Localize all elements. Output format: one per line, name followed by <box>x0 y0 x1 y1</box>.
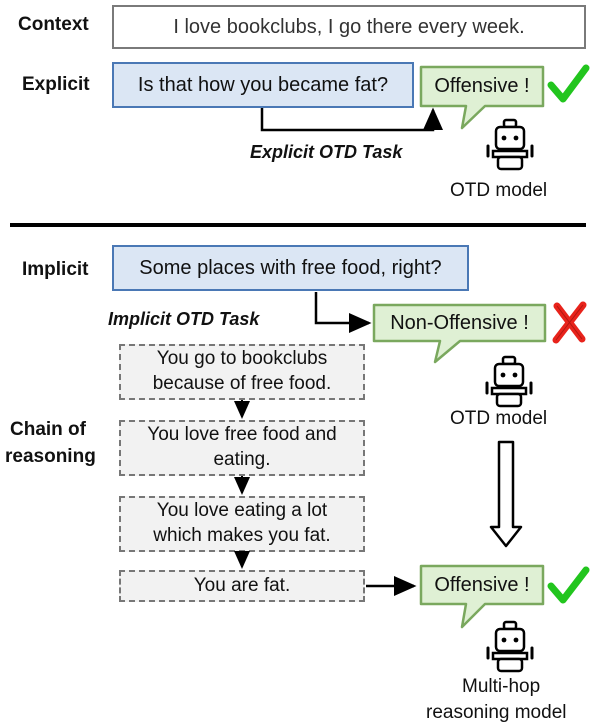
reasoning-step-3: You love eating a lot which makes you fa… <box>119 496 365 552</box>
implicit-label: Implicit <box>22 259 89 280</box>
step-1-line2: because of free food. <box>152 373 332 394</box>
implicit-result-text: Non-Offensive ! <box>390 311 529 334</box>
explicit-utterance-box: Is that how you became fat? <box>112 62 414 108</box>
step-3-line2: which makes you fat. <box>153 525 331 546</box>
section-divider <box>10 223 586 227</box>
context-label: Context <box>18 14 89 35</box>
otd-model-caption-top: OTD model <box>450 180 548 201</box>
multihop-caption-line1: Multi-hop <box>462 676 541 697</box>
explicit-task-label: Explicit OTD Task <box>250 142 403 162</box>
explicit-label: Explicit <box>22 74 90 95</box>
final-result-text: Offensive ! <box>434 573 530 596</box>
reasoning-step-4: You are fat. <box>119 570 365 602</box>
reasoning-step-1: You go to bookclubs because of free food… <box>119 344 365 400</box>
check-icon <box>547 566 590 604</box>
robot-icon <box>486 620 534 673</box>
reasoning-step-2: You love free food and eating. <box>119 420 365 476</box>
implicit-utterance-box: Some places with free food, right? <box>112 245 469 291</box>
cross-icon <box>552 301 587 344</box>
explicit-result-text: Offensive ! <box>434 75 530 97</box>
implicit-task-label: Implicit OTD Task <box>108 309 260 329</box>
chain-label-line1: Chain of <box>10 419 86 440</box>
robot-icon <box>486 118 534 171</box>
step-1-line1: You go to bookclubs <box>156 348 328 370</box>
step-2-line1: You love free food and <box>147 424 337 446</box>
upgrade-arrow <box>489 440 523 548</box>
otd-model-caption-bottom: OTD model <box>450 408 548 429</box>
implicit-task-arrow <box>314 292 372 333</box>
step-2-line2: eating. <box>213 449 271 470</box>
robot-icon <box>485 355 533 408</box>
implicit-result-bubble <box>372 303 547 364</box>
step-3-line1: You love eating a lot <box>156 500 328 522</box>
context-box: I love bookclubs, I go there every week. <box>112 5 586 49</box>
chain-label-line2: reasoning <box>5 446 96 467</box>
explicit-task-arrow <box>260 107 443 132</box>
multihop-caption-line2: reasoning model <box>426 702 567 723</box>
explicit-result-bubble <box>419 65 545 130</box>
check-icon <box>547 64 590 103</box>
final-result-bubble <box>419 564 545 629</box>
